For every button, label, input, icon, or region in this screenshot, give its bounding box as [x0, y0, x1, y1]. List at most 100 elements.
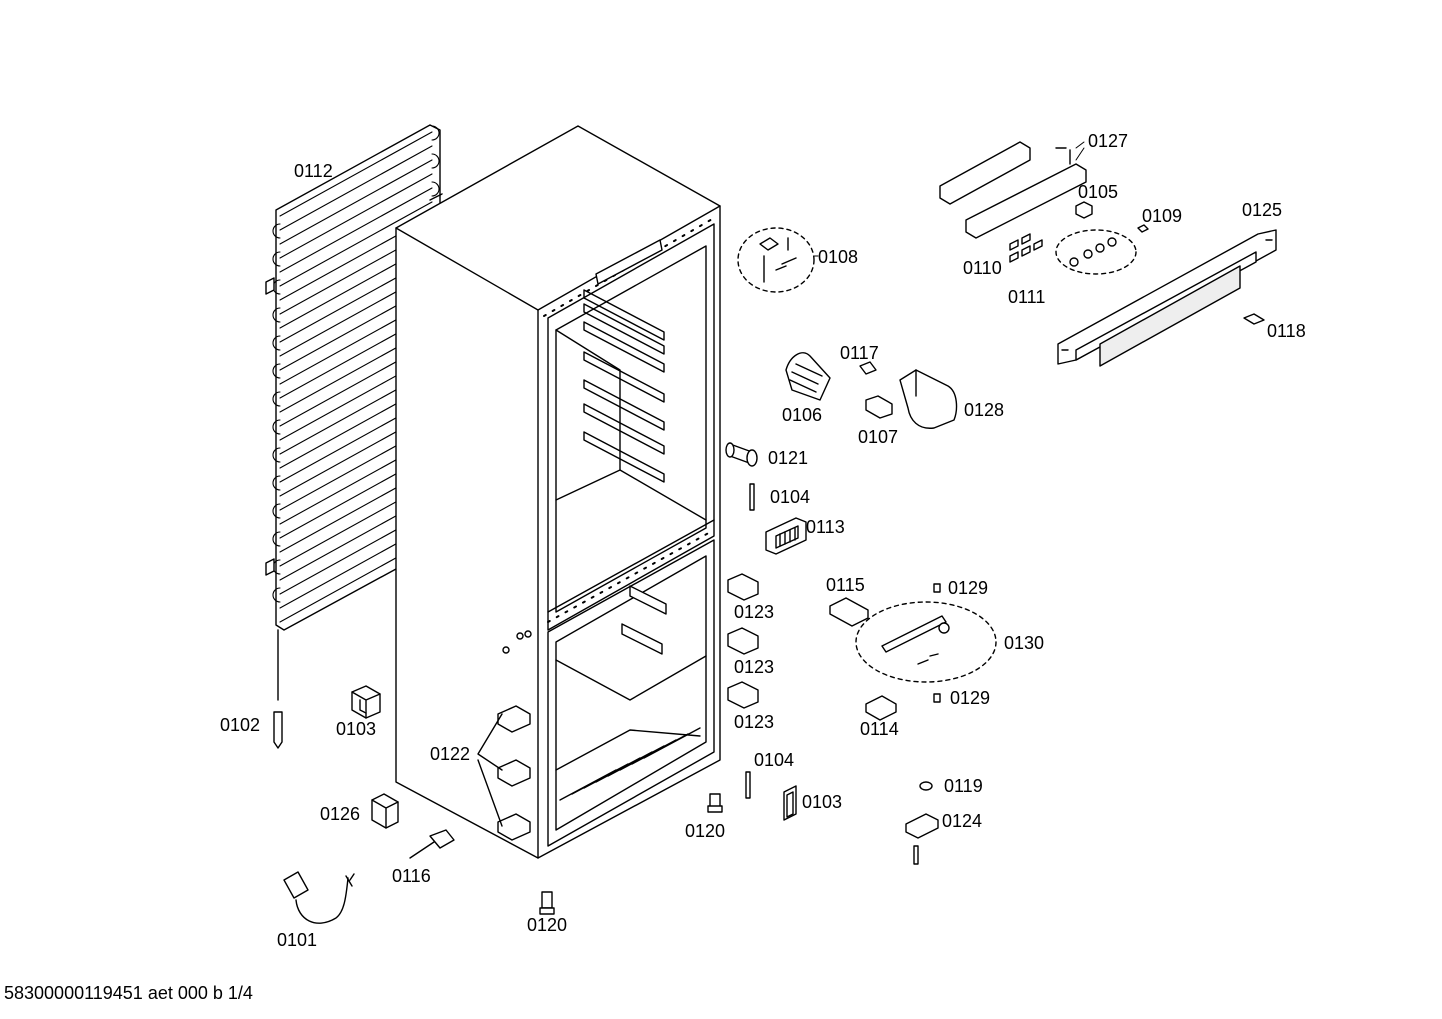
coil-bend	[272, 223, 281, 239]
bracket-part-0115	[829, 597, 869, 627]
callout-0130: 0130	[1004, 633, 1045, 653]
coil-bend	[272, 335, 281, 351]
coil-tube	[279, 131, 433, 217]
callout-0128: 0128	[964, 400, 1005, 420]
cylinder-part-0121	[725, 442, 758, 467]
coil-tube	[279, 145, 433, 231]
callout-0118: 0118	[1267, 321, 1306, 341]
callout-0109: 0109	[1142, 206, 1183, 226]
callout-0123-b: 0123	[734, 657, 775, 677]
coil-tube	[279, 159, 433, 245]
coil-bend	[272, 531, 281, 547]
callout-0127: 0127	[1088, 131, 1129, 151]
callout-0121: 0121	[768, 448, 809, 468]
callout-0103-a: 0103	[336, 719, 377, 739]
callout-0115: 0115	[826, 575, 865, 595]
shelf-rail	[583, 303, 665, 355]
coil-bend	[272, 503, 281, 519]
callout-0110: 0110	[963, 258, 1002, 278]
callout-0108: 0108	[818, 247, 859, 267]
door-bracket-0122	[477, 705, 531, 841]
coil-bend	[431, 125, 440, 141]
key-part-0116	[409, 829, 455, 859]
fan-cover-0106	[785, 352, 831, 401]
leader-lines	[813, 141, 1085, 257]
document-id: 58300000119451 aet 000 b 1/4	[4, 983, 253, 1003]
callout-0114: 0114	[860, 719, 899, 739]
hinge-cover-0123	[727, 573, 759, 709]
shelf-rail	[583, 321, 665, 373]
coil-bend	[431, 153, 440, 169]
vent-grille-0113	[765, 517, 807, 555]
callout-0125: 0125	[1242, 200, 1283, 220]
callout-0101: 0101	[277, 930, 318, 950]
callout-0126: 0126	[320, 804, 361, 824]
pin-part-0104	[745, 483, 755, 799]
control-panel-0125	[1057, 229, 1277, 367]
callout-0104-a: 0104	[770, 487, 811, 507]
buttons-0111	[1055, 229, 1137, 275]
callout-0122: 0122	[430, 744, 471, 764]
washer-part-0119	[919, 781, 933, 791]
coil-bend	[272, 419, 281, 435]
coil-bend	[272, 363, 281, 379]
callout-0129-b: 0129	[950, 688, 991, 708]
coil-tube	[279, 173, 433, 259]
bracket-part-0114	[865, 695, 897, 721]
callout-0112: 0112	[294, 161, 333, 181]
callout-0113: 0113	[806, 517, 845, 537]
coil-bend	[272, 251, 281, 267]
lamp-part-0117	[859, 361, 877, 375]
coil-bend	[272, 475, 281, 491]
bracket-part-0124	[905, 813, 939, 865]
callout-0111: 0111	[1008, 287, 1046, 307]
callout-0124: 0124	[942, 811, 983, 831]
callout-0104-b: 0104	[754, 750, 795, 770]
foot-part-0120-a	[539, 891, 555, 915]
box-part-0126	[371, 793, 399, 829]
socket-part-0107	[865, 395, 893, 419]
callout-0116: 0116	[392, 866, 431, 886]
clip-part-0103	[351, 685, 381, 719]
callout-0119: 0119	[944, 776, 983, 796]
callout-0129-a: 0129	[948, 578, 989, 598]
buttons-0110	[1009, 233, 1043, 263]
shelf-rail	[583, 403, 665, 455]
callout-0123-c: 0123	[734, 712, 775, 732]
hinge-set-0130	[855, 601, 997, 683]
clip-part-0118	[1243, 313, 1265, 325]
foot-part-0120-b	[707, 793, 723, 813]
crisper-rib	[643, 727, 701, 759]
refrigerator-cabinet	[395, 125, 721, 859]
lamp-cover-0128	[899, 369, 958, 429]
callout-0106: 0106	[782, 405, 823, 425]
callout-0117: 0117	[840, 343, 879, 363]
seal-part-0103	[783, 785, 797, 821]
coil-bend	[272, 447, 281, 463]
hinge-set-0108	[737, 227, 815, 293]
coil-tube	[279, 187, 433, 273]
knob-part-0109	[1137, 224, 1149, 233]
power-cord-0101	[283, 871, 355, 924]
coil-bend	[272, 391, 281, 407]
cap-part-0102	[273, 711, 283, 749]
callout-0107: 0107	[858, 427, 899, 447]
coil-bend	[272, 307, 281, 323]
callout-0102: 0102	[220, 715, 261, 735]
screw-part-0129	[933, 583, 941, 703]
callout-0123-a: 0123	[734, 602, 775, 622]
shelf-rail	[583, 431, 665, 483]
switch-part-0105	[1075, 201, 1093, 219]
shelf-rail	[583, 289, 665, 341]
shelf-rail	[583, 379, 665, 431]
control-module-0127	[939, 141, 1087, 239]
coil-bend	[272, 587, 281, 603]
callout-0120-a: 0120	[527, 915, 568, 935]
callout-0103-b: 0103	[802, 792, 843, 812]
callout-0105: 0105	[1078, 182, 1119, 202]
coil-tube	[279, 201, 433, 287]
coil-bend	[431, 181, 440, 197]
shelf-rail	[583, 351, 665, 403]
callout-0120-b: 0120	[685, 821, 726, 841]
